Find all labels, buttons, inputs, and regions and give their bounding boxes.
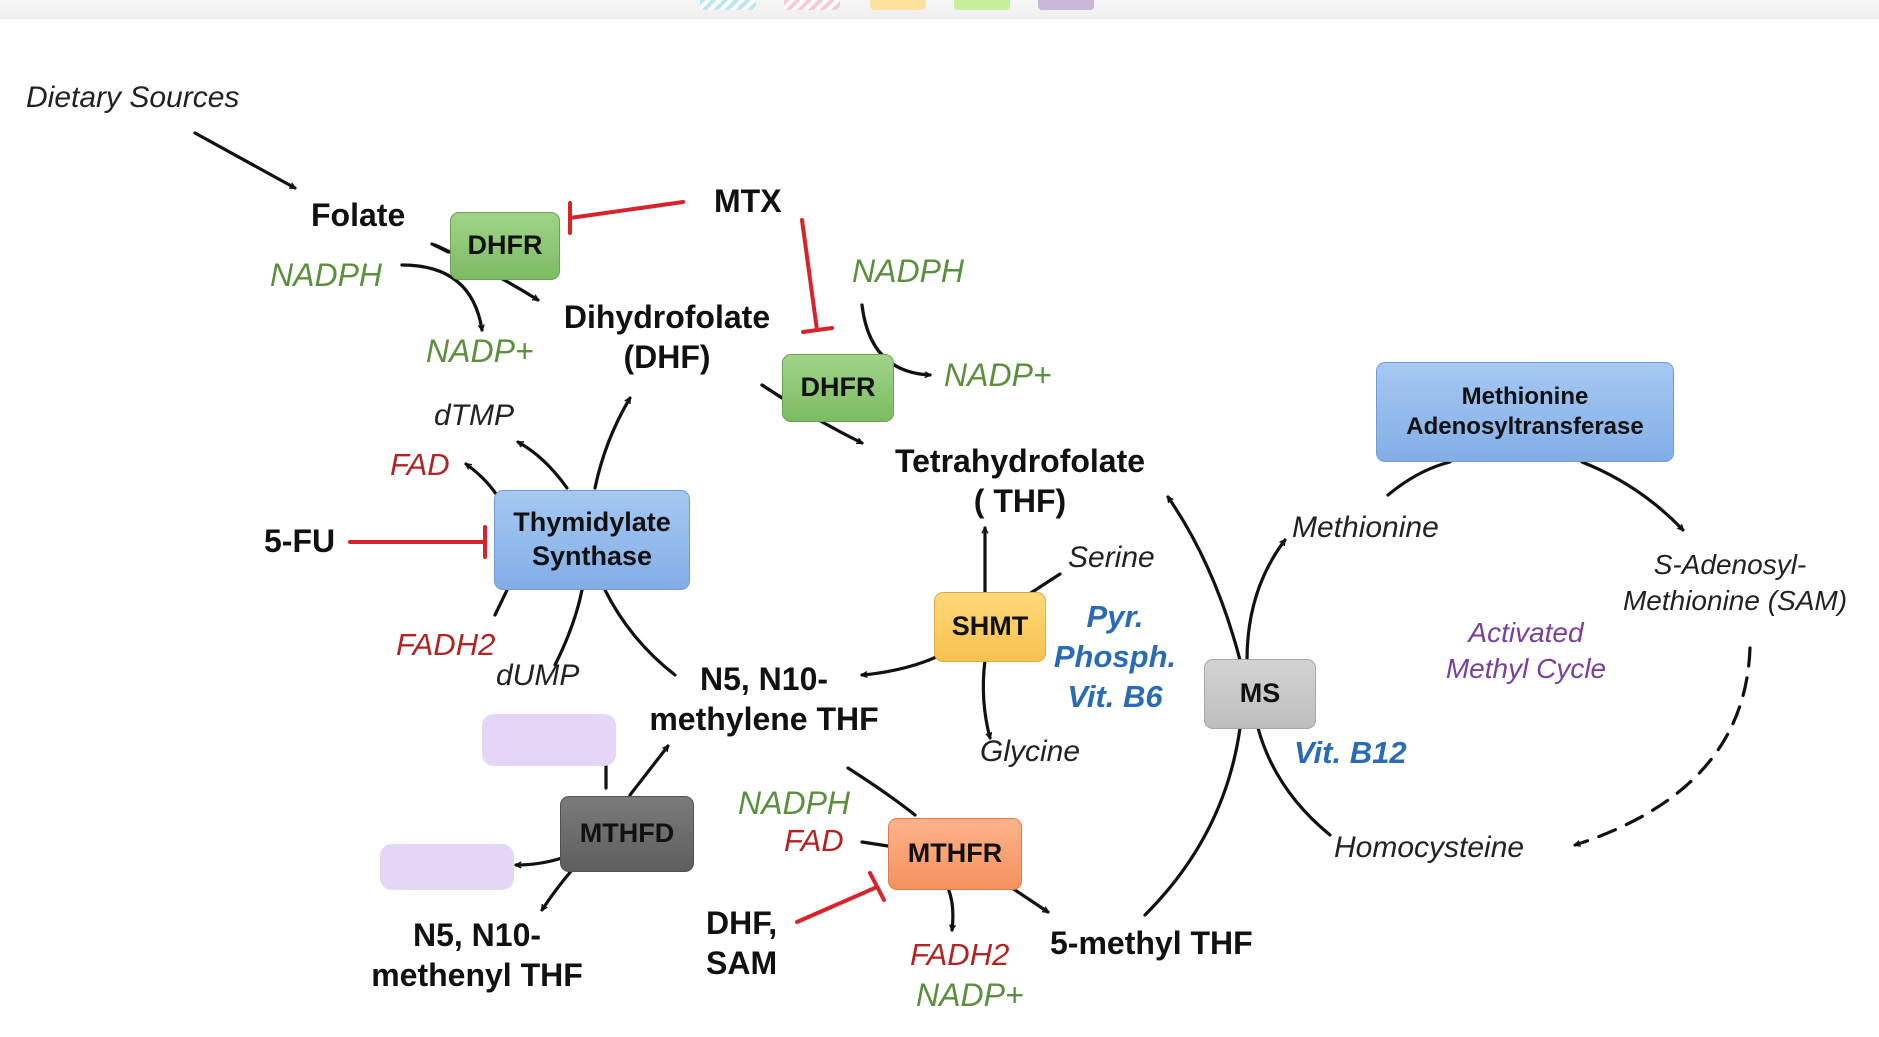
arrow-ts-to-dhf [593,398,632,490]
homocysteine-label: Homocysteine [1334,831,1525,864]
arrow-nadph-to-nadp-1 [400,263,482,330]
arrow-mthfr-to-5methyl [1010,886,1048,914]
mtx-label: MTX [714,183,782,219]
nadph-label-1: NADPH [270,257,383,293]
thymidylate-synthase-label-2: Synthase [531,541,653,571]
mat-label-2: Adenosyltransferase [1406,413,1644,440]
inhibit-mtx-dhfr-left [568,200,685,220]
line-dhf-to-dhfr-2 [760,383,784,400]
n5n10-methylene-label-2: methylene THF [649,701,879,737]
thf-abbr-label: ( THF) [973,483,1067,519]
dhfr-label-2: DHFR [800,372,876,403]
yellow-swatch[interactable] [870,0,926,10]
dihydrofolate-label: Dihydrofolate [563,299,771,335]
purple-swatch[interactable] [1038,0,1094,10]
arrow-mthfr-to-fadh2 [946,886,953,932]
mat-label-1: Methionine [1461,383,1589,410]
mthfr-enzyme-box: MTHFR [888,818,1022,890]
nadph-label-3: NADPH [738,785,851,821]
nadph-label-2: NADPH [852,253,965,289]
dhf-sam-label-1: DHF, [706,905,778,941]
arrow-mthfd-to-placeholder-left [514,856,564,865]
thymidylate-synthase-box: Thymidylate Synthase [494,490,690,590]
nadp-plus-label-1: NADP+ [426,333,534,369]
dhfr-enzyme-box-2: DHFR [782,354,894,422]
glycine-label: Glycine [980,735,1081,768]
fadh2-label-2: FADH2 [910,937,1010,972]
arrow-ms-to-methionine [1245,540,1287,662]
line-folate-to-dhfr [430,242,450,254]
shmt-label: SHMT [951,611,1029,642]
arrow-ms-to-thf [1166,497,1242,662]
sam-label-2: Methionine (SAM) [1622,585,1848,616]
tetrahydrofolate-label: Tetrahydrofolate [894,443,1146,479]
activated-methyl-cycle-label-1: Activated [1468,617,1584,648]
arrow-ts-to-dtmp [518,440,569,490]
arrow-mat-to-sam [1580,460,1685,532]
thymidylate-synthase-label-1: Thymidylate [513,507,671,538]
folate-label: Folate [311,197,406,233]
inhibit-bar-dhfsam-mthfr [868,871,886,902]
inhibit-dhfsam-mthfr [795,885,879,924]
nadp-plus-label-2: NADP+ [944,357,1052,393]
arrow-sam-to-homocysteine [1575,646,1752,845]
top-toolbar-strip [0,0,1879,19]
vit-b12-label: Vit. B12 [1294,735,1407,770]
methionine-label: Methionine [1292,511,1439,544]
arrow-mthfd-to-methenyl [540,868,574,910]
mthfr-label: MTHFR [907,838,1003,869]
line-fad-to-mthfr [860,840,890,848]
striped-pink-swatch[interactable] [784,0,840,10]
mthfd-label: MTHFD [579,818,675,849]
5-methyl-thf-label: 5-methyl THF [1050,925,1253,961]
mthfd-enzyme-box: MTHFD [560,796,694,872]
blank-placeholder-box-lower [380,844,514,890]
n5n10-methenyl-label-2: methenyl THF [371,957,583,993]
phosph-label: Phosph. [1053,639,1177,674]
dhf-abbr-label: (DHF) [623,339,711,375]
inhibit-bar-mtx-dhfr-right [801,326,834,334]
nadp-plus-label-3: NADP+ [916,977,1024,1013]
line-5methyl-to-ms [1143,726,1242,917]
arrow-mthfd-to-methylene [628,746,670,797]
inhibit-mtx-dhfr-right [800,218,819,332]
serine-label: Serine [1068,541,1155,574]
dump-label: dUMP [496,659,580,692]
line-methionine-to-mat [1386,460,1452,497]
n5n10-methenyl-label-1: N5, N10- [412,917,542,953]
line-dump-to-ts [553,588,584,667]
striped-cyan-swatch[interactable] [700,0,756,10]
activated-methyl-cycle-label-2: Methyl Cycle [1445,653,1607,684]
line-methylene-to-mthfr [846,766,917,817]
dhfr-label-1: DHFR [467,230,543,261]
n5n10-methylene-label-1: N5, N10- [699,661,829,697]
ms-enzyme-box: MS [1204,659,1316,729]
dhf-sam-label-2: SAM [706,945,778,981]
arrow-dietary-to-folate [193,131,295,190]
pyr-label: Pyr. [1086,599,1144,634]
5fu-label: 5-FU [264,523,336,559]
arrow-shmt-to-glycine [981,658,990,738]
blank-placeholder-box-upper [482,714,616,766]
shmt-enzyme-box: SHMT [934,592,1046,662]
fad-label-2: FAD [784,823,844,858]
line-methylene-to-ts [603,588,677,677]
dhfr-enzyme-box-1: DHFR [450,212,560,280]
line-fadh2-to-ts [493,586,510,617]
dietary-sources-label: Dietary Sources [26,81,240,114]
methionine-adenosyltransferase-box: Methionine Adenosyltransferase [1376,362,1674,462]
green-swatch[interactable] [954,0,1010,10]
vit-b6-label: Vit. B6 [1067,679,1163,714]
line-homocysteine-to-ms [1256,726,1332,837]
dtmp-label: dTMP [434,399,515,432]
fad-label-1: FAD [390,447,450,482]
fadh2-label-1: FADH2 [396,627,496,662]
ms-label: MS [1239,678,1281,709]
sam-label-1: S-Adenosyl- [1653,549,1807,580]
